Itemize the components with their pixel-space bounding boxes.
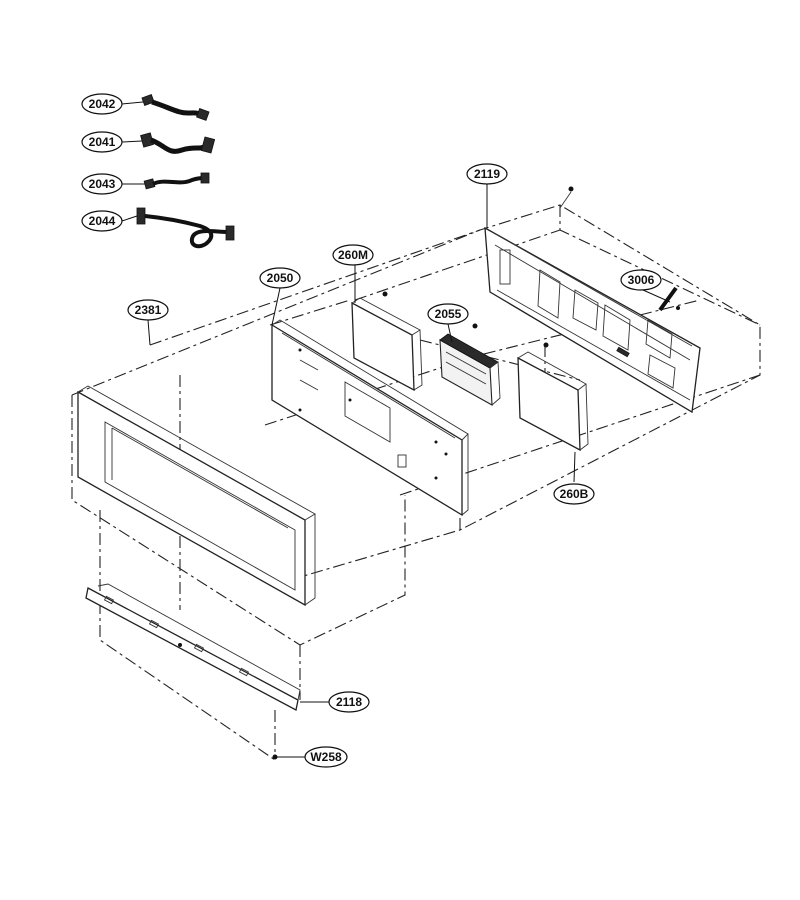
- callout-2044: 2044: [81, 210, 123, 232]
- trim-rail-2118: [85, 583, 301, 711]
- control-panel-2050: [271, 319, 469, 517]
- callout-2119: 2119: [466, 163, 508, 185]
- sensor-3006: [658, 286, 680, 312]
- leader-lines: [121, 101, 671, 758]
- wire-harness-2042: [141, 94, 210, 121]
- wire-harness-2043: [143, 172, 210, 190]
- callout-260B: 260B: [553, 483, 595, 505]
- callout-2042: 2042: [81, 93, 123, 115]
- svg-text:W258: W258: [310, 750, 342, 764]
- callout-2043: 2043: [81, 173, 123, 195]
- svg-text:2055: 2055: [435, 307, 462, 321]
- wire-harness-2044: [136, 207, 235, 249]
- svg-text:3006: 3006: [628, 273, 655, 287]
- svg-text:2044: 2044: [89, 214, 116, 228]
- rear-panel-2119: [484, 186, 701, 414]
- svg-text:2041: 2041: [89, 135, 116, 149]
- callout-260M: 260M: [332, 244, 374, 266]
- wire-harness-2041: [140, 132, 216, 154]
- svg-text:2118: 2118: [336, 695, 362, 709]
- callout-2041: 2041: [81, 131, 123, 153]
- callout-2381: 2381: [127, 299, 169, 321]
- screw-W258: [272, 710, 278, 760]
- module-2055: [439, 323, 501, 406]
- svg-text:2381: 2381: [135, 303, 162, 317]
- front-door-2381: [77, 385, 316, 607]
- svg-text:260B: 260B: [560, 487, 589, 501]
- svg-text:2119: 2119: [474, 167, 500, 181]
- svg-text:2043: 2043: [89, 177, 116, 191]
- svg-text:260M: 260M: [338, 248, 368, 262]
- callout-W258: W258: [304, 746, 348, 768]
- svg-text:2050: 2050: [267, 271, 294, 285]
- svg-text:2042: 2042: [89, 97, 116, 111]
- bracket-260B: [517, 342, 589, 452]
- callout-3006: 3006: [620, 269, 662, 291]
- bracket-260M: [351, 291, 423, 392]
- callout-2118: 2118: [328, 691, 370, 713]
- callout-2055: 2055: [427, 303, 469, 325]
- callout-2050: 2050: [259, 267, 301, 289]
